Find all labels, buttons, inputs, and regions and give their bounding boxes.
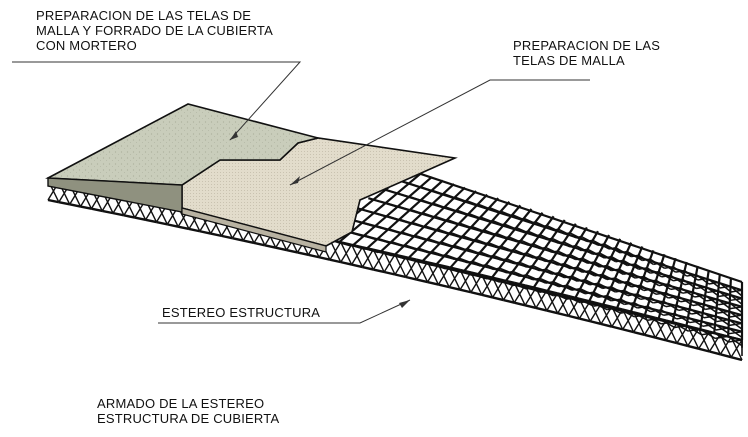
- space-frame-diagonal: [708, 291, 719, 293]
- label-mesh-line-1: PREPARACION DE LAS: [513, 38, 660, 53]
- top-grid-longitudinal-bar: [410, 170, 742, 282]
- space-frame-diagonal: [445, 220, 447, 221]
- caption-line-2: ESTRUCTURA DE CUBIERTA: [97, 411, 279, 426]
- label-space-frame: ESTEREO ESTRUCTURA: [162, 305, 320, 320]
- space-frame-diagonal: [520, 218, 523, 219]
- space-frame-diagonal: [387, 229, 389, 230]
- space-frame-diagonal: [731, 290, 742, 292]
- space-frame-diagonal: [435, 229, 438, 230]
- truss-diagonal: [417, 262, 428, 279]
- label-mortar-line-2: MALLA Y FORRADO DE LA CUBIERTA: [36, 23, 273, 38]
- truss-diagonal: [330, 242, 341, 260]
- space-frame-diagonal: [691, 312, 702, 314]
- space-frame-diagonal: [709, 282, 719, 284]
- space-frame-diagonal: [531, 222, 535, 223]
- space-frame-diagonal: [705, 308, 716, 310]
- space-frame-diagonal: [690, 321, 702, 323]
- space-frame-diagonal: [386, 216, 387, 217]
- truss-diagonal: [384, 255, 395, 273]
- space-frame-diagonal: [731, 299, 742, 301]
- space-frame-diagonal: [717, 320, 729, 322]
- label-mesh-line-2: TELAS DE MALLA: [513, 53, 660, 68]
- space-frame-diagonal: [476, 204, 478, 205]
- space-frame-diagonal: [425, 239, 428, 240]
- truss-diagonal: [373, 252, 384, 270]
- space-frame-top-grid: [312, 170, 742, 346]
- space-frame-diagonal: [702, 333, 715, 335]
- space-frame-diagonal: [715, 336, 728, 338]
- truss-diagonal: [352, 247, 363, 265]
- caption-line-1: ARMADO DE LA ESTEREO: [97, 396, 279, 411]
- space-frame-diagonal: [398, 219, 399, 220]
- space-frame-diagonal: [718, 303, 729, 305]
- label-mortar-line-3: CON MORTERO: [36, 38, 273, 53]
- space-frame-diagonal: [455, 210, 457, 211]
- space-frame-diagonal: [509, 215, 512, 216]
- space-frame-diagonal: [716, 328, 729, 330]
- caption-assembly: ARMADO DE LA ESTEREO ESTRUCTURA DE CUBIE…: [97, 396, 279, 426]
- space-frame-diagonal: [469, 226, 472, 227]
- truss-diagonal: [428, 265, 439, 282]
- space-frame-diagonal: [365, 248, 368, 249]
- space-frame-diagonal: [729, 340, 742, 342]
- space-frame-diagonal: [351, 245, 353, 246]
- leader-arrow-space-frame: [399, 300, 410, 308]
- space-frame-diagonal: [338, 242, 340, 243]
- space-frame-diagonal: [703, 324, 715, 326]
- truss-diagonal: [709, 334, 720, 351]
- space-frame-diagonal: [376, 238, 378, 239]
- space-frame-diagonal: [466, 214, 468, 215]
- space-frame-diagonal: [729, 323, 742, 325]
- space-frame-diagonal: [363, 235, 365, 236]
- space-frame-diagonal: [729, 332, 742, 334]
- space-frame-diagonal: [400, 232, 402, 233]
- space-frame-diagonal: [706, 299, 717, 301]
- space-frame-diagonal: [720, 286, 731, 288]
- space-frame-diagonal: [447, 232, 450, 233]
- space-frame-diagonal: [481, 230, 484, 231]
- truss-diagonal: [395, 257, 406, 274]
- label-mortar-line-1: PREPARACION DE LAS TELAS DE: [36, 8, 273, 23]
- space-frame-diagonal: [423, 226, 425, 227]
- truss-diagonal: [362, 250, 373, 268]
- space-frame-diagonal: [693, 304, 704, 306]
- space-frame-diagonal: [704, 316, 716, 318]
- space-frame-diagonal: [730, 307, 742, 309]
- space-frame-diagonal: [730, 315, 742, 317]
- space-frame-diagonal: [421, 213, 422, 214]
- space-frame-diagonal: [717, 311, 729, 313]
- truss-diagonal: [406, 260, 417, 277]
- space-frame-diagonal: [498, 211, 501, 212]
- space-frame-diagonal: [444, 207, 445, 208]
- space-frame-diagonal: [719, 295, 730, 297]
- label-space-frame-line-1: ESTEREO ESTRUCTURA: [162, 305, 320, 320]
- space-frame-diagonal: [489, 221, 492, 222]
- label-mesh-layer: PREPARACION DE LAS TELAS DE MALLA: [513, 38, 660, 68]
- space-frame-diagonal: [410, 222, 412, 223]
- space-frame-diagonal: [487, 208, 489, 209]
- space-frame-diagonal: [478, 217, 481, 218]
- space-frame-diagonal: [457, 223, 460, 224]
- space-frame-diagonal: [362, 222, 363, 223]
- space-frame-diagonal: [374, 226, 375, 227]
- space-frame-diagonal: [389, 242, 392, 243]
- space-frame-diagonal: [433, 216, 435, 217]
- truss-diagonal: [438, 267, 449, 284]
- space-frame-diagonal: [501, 224, 504, 225]
- space-frame-diagonal: [412, 235, 415, 236]
- label-mortar-layer: PREPARACION DE LAS TELAS DE MALLA Y FORR…: [36, 8, 273, 53]
- truss-diagonal: [623, 312, 634, 329]
- space-frame-diagonal: [465, 201, 466, 202]
- truss-diagonal: [341, 245, 352, 263]
